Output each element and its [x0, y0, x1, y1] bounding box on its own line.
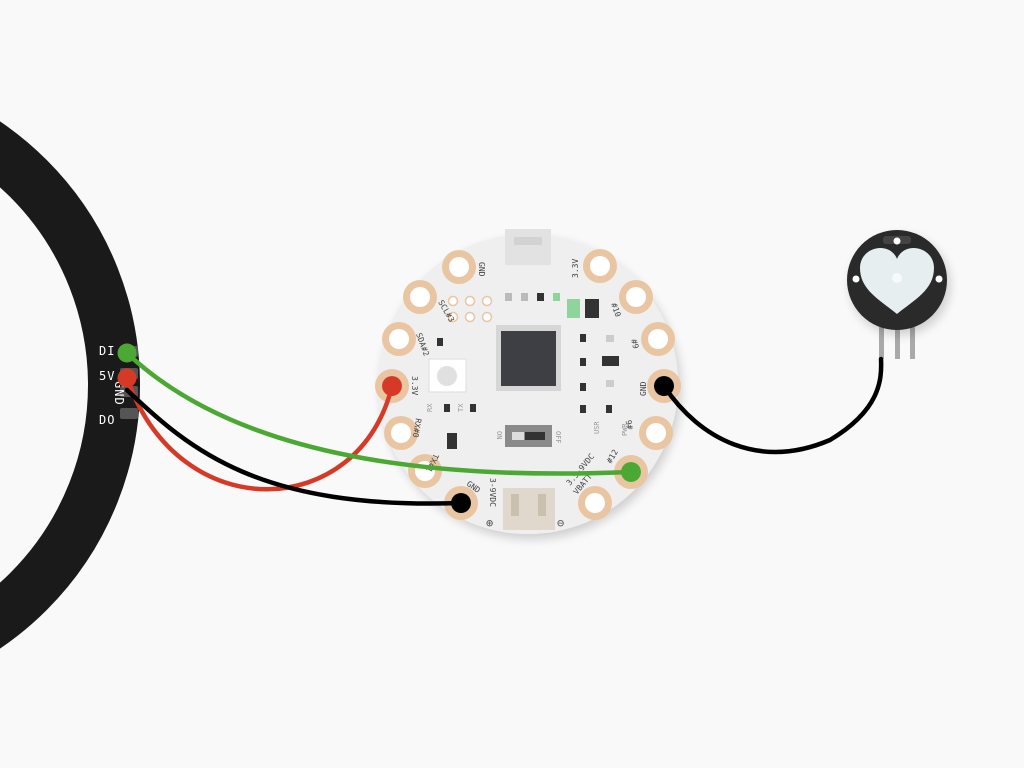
black-ground-wire [124, 387, 464, 506]
pad-label-rx: RX#0 [411, 418, 423, 439]
pad-label-d9: #9 [629, 338, 640, 350]
wires [124, 350, 884, 506]
endpoint-d12-green [621, 462, 641, 482]
red-power-wire [124, 375, 395, 492]
pad-label-gnd-right: GND [639, 381, 648, 396]
silk-usr: USR [593, 421, 601, 434]
green-data-wire [124, 350, 634, 476]
silk-pwr: PWR [621, 423, 629, 436]
pin-label-di: DI [99, 344, 115, 358]
minus-icon: ⊖ [557, 516, 564, 530]
vias [447, 295, 493, 323]
endpoint-gnd-black [451, 493, 471, 513]
pad-label-vdc-39: 3-9VDC [488, 478, 497, 507]
neopixel-ring: DI 5V GND DO [0, 121, 140, 649]
pin-pad-do [120, 408, 138, 419]
plus-icon: ⊕ [486, 516, 493, 530]
usb-port [514, 237, 542, 245]
sensor-pin-2 [895, 327, 900, 359]
usb-connector [505, 229, 551, 265]
pad-label-3v3-top: 3.3V [571, 259, 580, 278]
flora-board: GND 3.3V SCL#3 #10 SDA#2 #9 3.3V GND RX#… [375, 229, 681, 534]
heart-rate-sensor [847, 230, 947, 359]
silk-tx: TX [457, 403, 465, 412]
pad-label-3v3-left: 3.3V [410, 376, 419, 395]
reset-button-cap [437, 366, 457, 386]
pin-label-do: DO [99, 413, 115, 427]
black-sensor-wire [661, 356, 884, 455]
ring-body [0, 121, 140, 649]
silk-rx: RX [426, 403, 434, 412]
endpoint-3v3-red [382, 376, 402, 396]
power-switch-slider [525, 432, 545, 440]
sensor-pin-3 [910, 327, 915, 359]
endpoint-di-green [117, 343, 137, 363]
endpoint-gnd-right-black [654, 376, 674, 396]
pin-label-5v: 5V [99, 369, 115, 383]
green-led [567, 299, 580, 318]
pad-label-gnd-top: GND [477, 262, 486, 277]
silk-on: ON [495, 431, 503, 439]
silk-off: OFF [554, 431, 562, 444]
sensor-pin-1 [879, 327, 884, 359]
pin-label-gnd: GND [112, 381, 126, 406]
mcu-chip [501, 331, 556, 386]
battery-connector [503, 488, 555, 530]
pad-label-d6: #6 [624, 419, 635, 430]
endpoint-5v-red [117, 368, 137, 388]
wire-endpoints [117, 343, 674, 513]
smd-components [437, 293, 619, 449]
